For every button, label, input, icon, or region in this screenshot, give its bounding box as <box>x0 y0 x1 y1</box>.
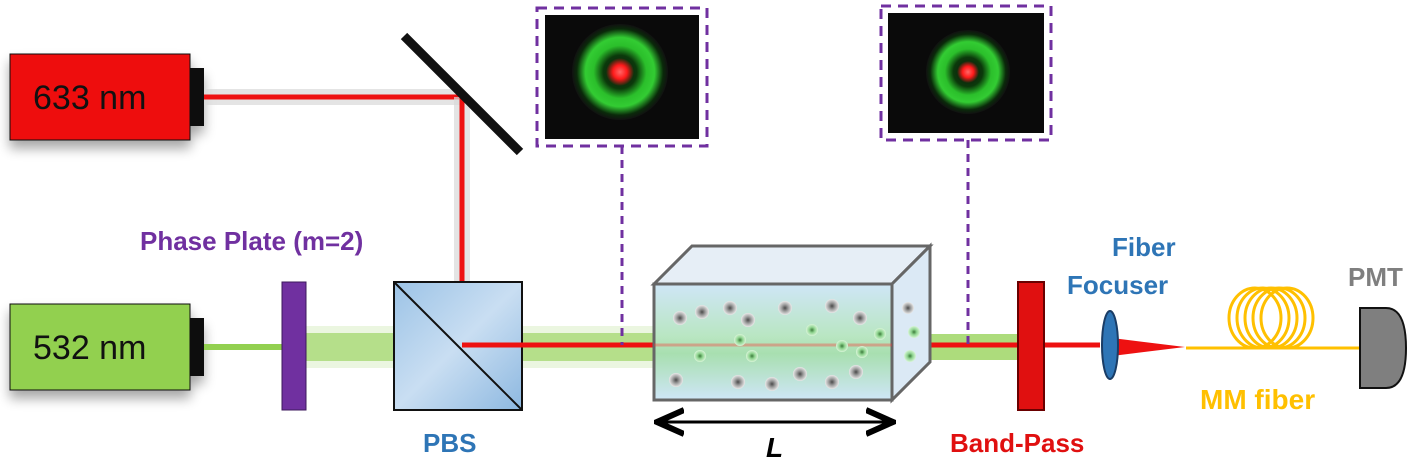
fiber-focuser-label-line2: Focuser <box>1067 270 1169 300</box>
mm-fiber-label: MM fiber <box>1200 384 1316 415</box>
beam-profile-before-cell <box>535 6 709 148</box>
pmt-label: PMT <box>1348 262 1403 292</box>
beam-profile-after-cell <box>879 4 1053 142</box>
phase-plate-label: Phase Plate (m=2) <box>140 226 364 256</box>
pmt-detector <box>1359 307 1408 389</box>
fiber-focuser-lens <box>1101 310 1119 380</box>
laser-532 <box>9 303 204 391</box>
phase-plate <box>281 281 307 411</box>
laser-633-label: 633 nm <box>33 79 147 117</box>
mirror <box>400 32 524 156</box>
fiber-focuser-label-line1: Fiber <box>1112 232 1176 262</box>
particles <box>669 299 920 391</box>
band-pass-label: Band-Pass <box>950 428 1085 458</box>
sample-cell <box>650 242 934 404</box>
mm-fiber <box>1186 286 1360 350</box>
laser-532-label: 532 nm <box>33 329 147 367</box>
cell-length-label: L <box>766 432 784 463</box>
band-pass-filter <box>1017 281 1045 411</box>
pbs-label: PBS <box>423 428 477 458</box>
laser-633 <box>9 53 204 141</box>
